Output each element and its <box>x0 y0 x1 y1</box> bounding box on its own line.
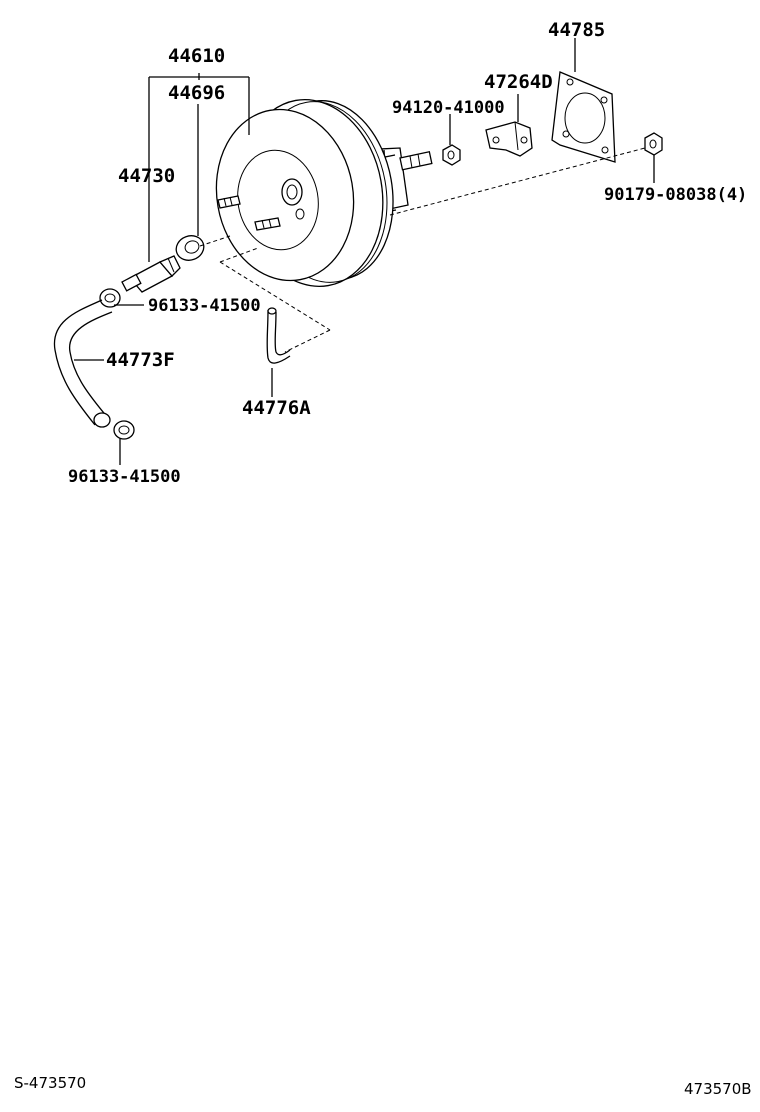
label-96133-41500-top: 96133-41500 <box>148 296 261 316</box>
nut-90179 <box>644 132 663 156</box>
bracket-47264D <box>485 121 533 157</box>
label-44610: 44610 <box>168 45 225 67</box>
footer-right-code: 473570B <box>684 1080 752 1098</box>
leader-lines <box>74 38 655 465</box>
grommet-44696 <box>175 235 205 261</box>
clamp-lower <box>113 420 135 440</box>
label-44776A: 44776A <box>242 397 311 419</box>
label-94120-41000: 94120-41000 <box>392 98 505 118</box>
label-44773F: 44773F <box>106 349 175 371</box>
label-44730: 44730 <box>118 165 175 187</box>
footer-left-code: S-473570 <box>14 1074 86 1092</box>
label-90179-08038: 90179-08038(4) <box>604 185 747 205</box>
hose-44776A <box>266 307 291 364</box>
assembly-dashed-lines <box>199 147 646 353</box>
label-96133-41500-bottom: 96133-41500 <box>68 467 181 487</box>
label-47264D: 47264D <box>484 71 553 93</box>
brake-booster <box>215 98 433 288</box>
gasket-44785 <box>551 71 616 163</box>
label-44785: 44785 <box>548 19 605 41</box>
clamp-upper <box>99 288 121 308</box>
check-valve-44730 <box>121 255 181 293</box>
vacuum-hose-44773F <box>53 299 113 428</box>
nut-94120 <box>442 144 461 166</box>
label-44696: 44696 <box>168 82 225 104</box>
